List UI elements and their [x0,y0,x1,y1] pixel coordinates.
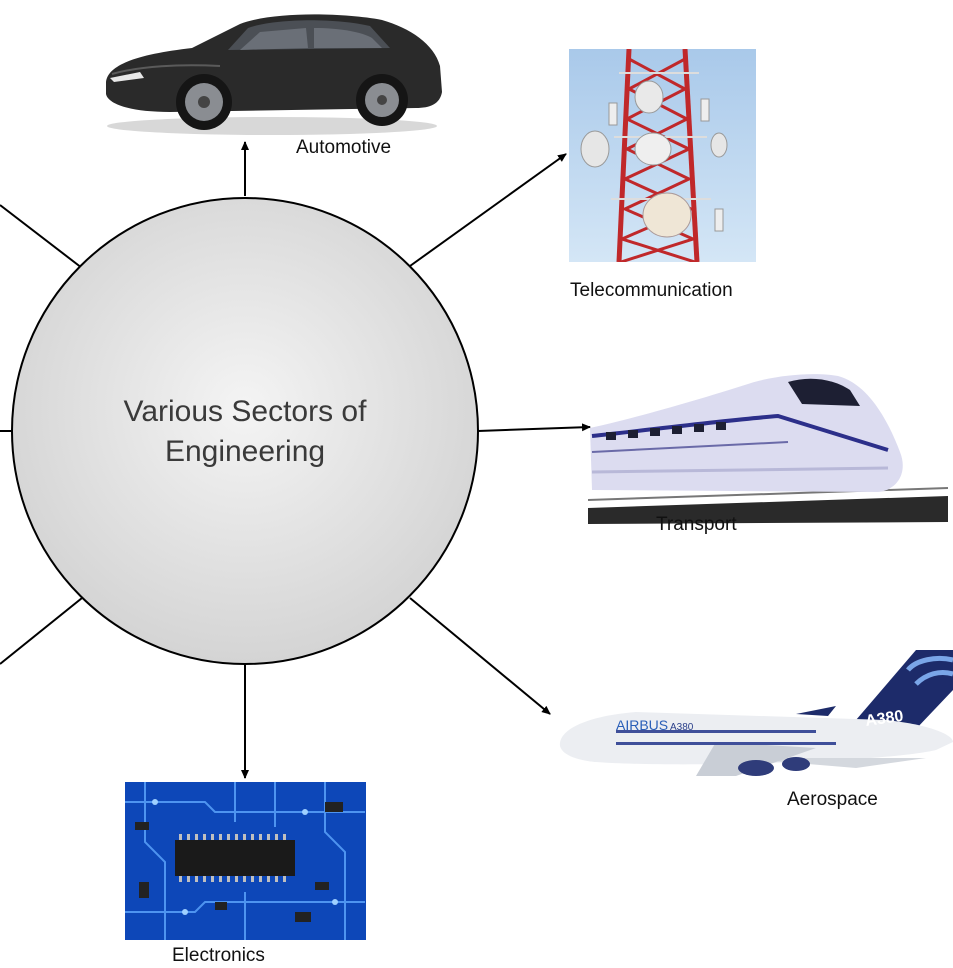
sector-label-telecommunication: Telecommunication [570,280,733,301]
circuit-board-icon [125,782,366,940]
airplane-icon: AIRBUS A380 A380 [556,650,953,788]
connector-upper-left [0,204,83,269]
sector-label-automotive: Automotive [296,137,392,158]
antenna-tower-icon [569,49,756,262]
arrow-to-telecommunication [409,153,567,267]
hub-title: Various Sectors of Engineering [60,392,430,472]
connector-lower-left [0,597,83,665]
airplane-livery-brand: AIRBUS [616,717,668,733]
hub-circle [11,197,479,665]
arrow-to-transport [477,423,591,432]
hub-title-line-2: Engineering [164,435,326,468]
sector-label-electronics: Electronics [172,945,265,966]
sector-label-transport: Transport [656,514,737,535]
hub-title-line-1: Various Sectors of [123,395,367,428]
airplane-livery-model: A380 [670,722,694,733]
airplane-tail-text: A380 [864,708,904,730]
arrow-to-aerospace [409,597,551,715]
bullet-train-icon [588,372,948,524]
sector-label-aerospace: Aerospace [787,789,878,810]
car-icon [100,8,445,136]
